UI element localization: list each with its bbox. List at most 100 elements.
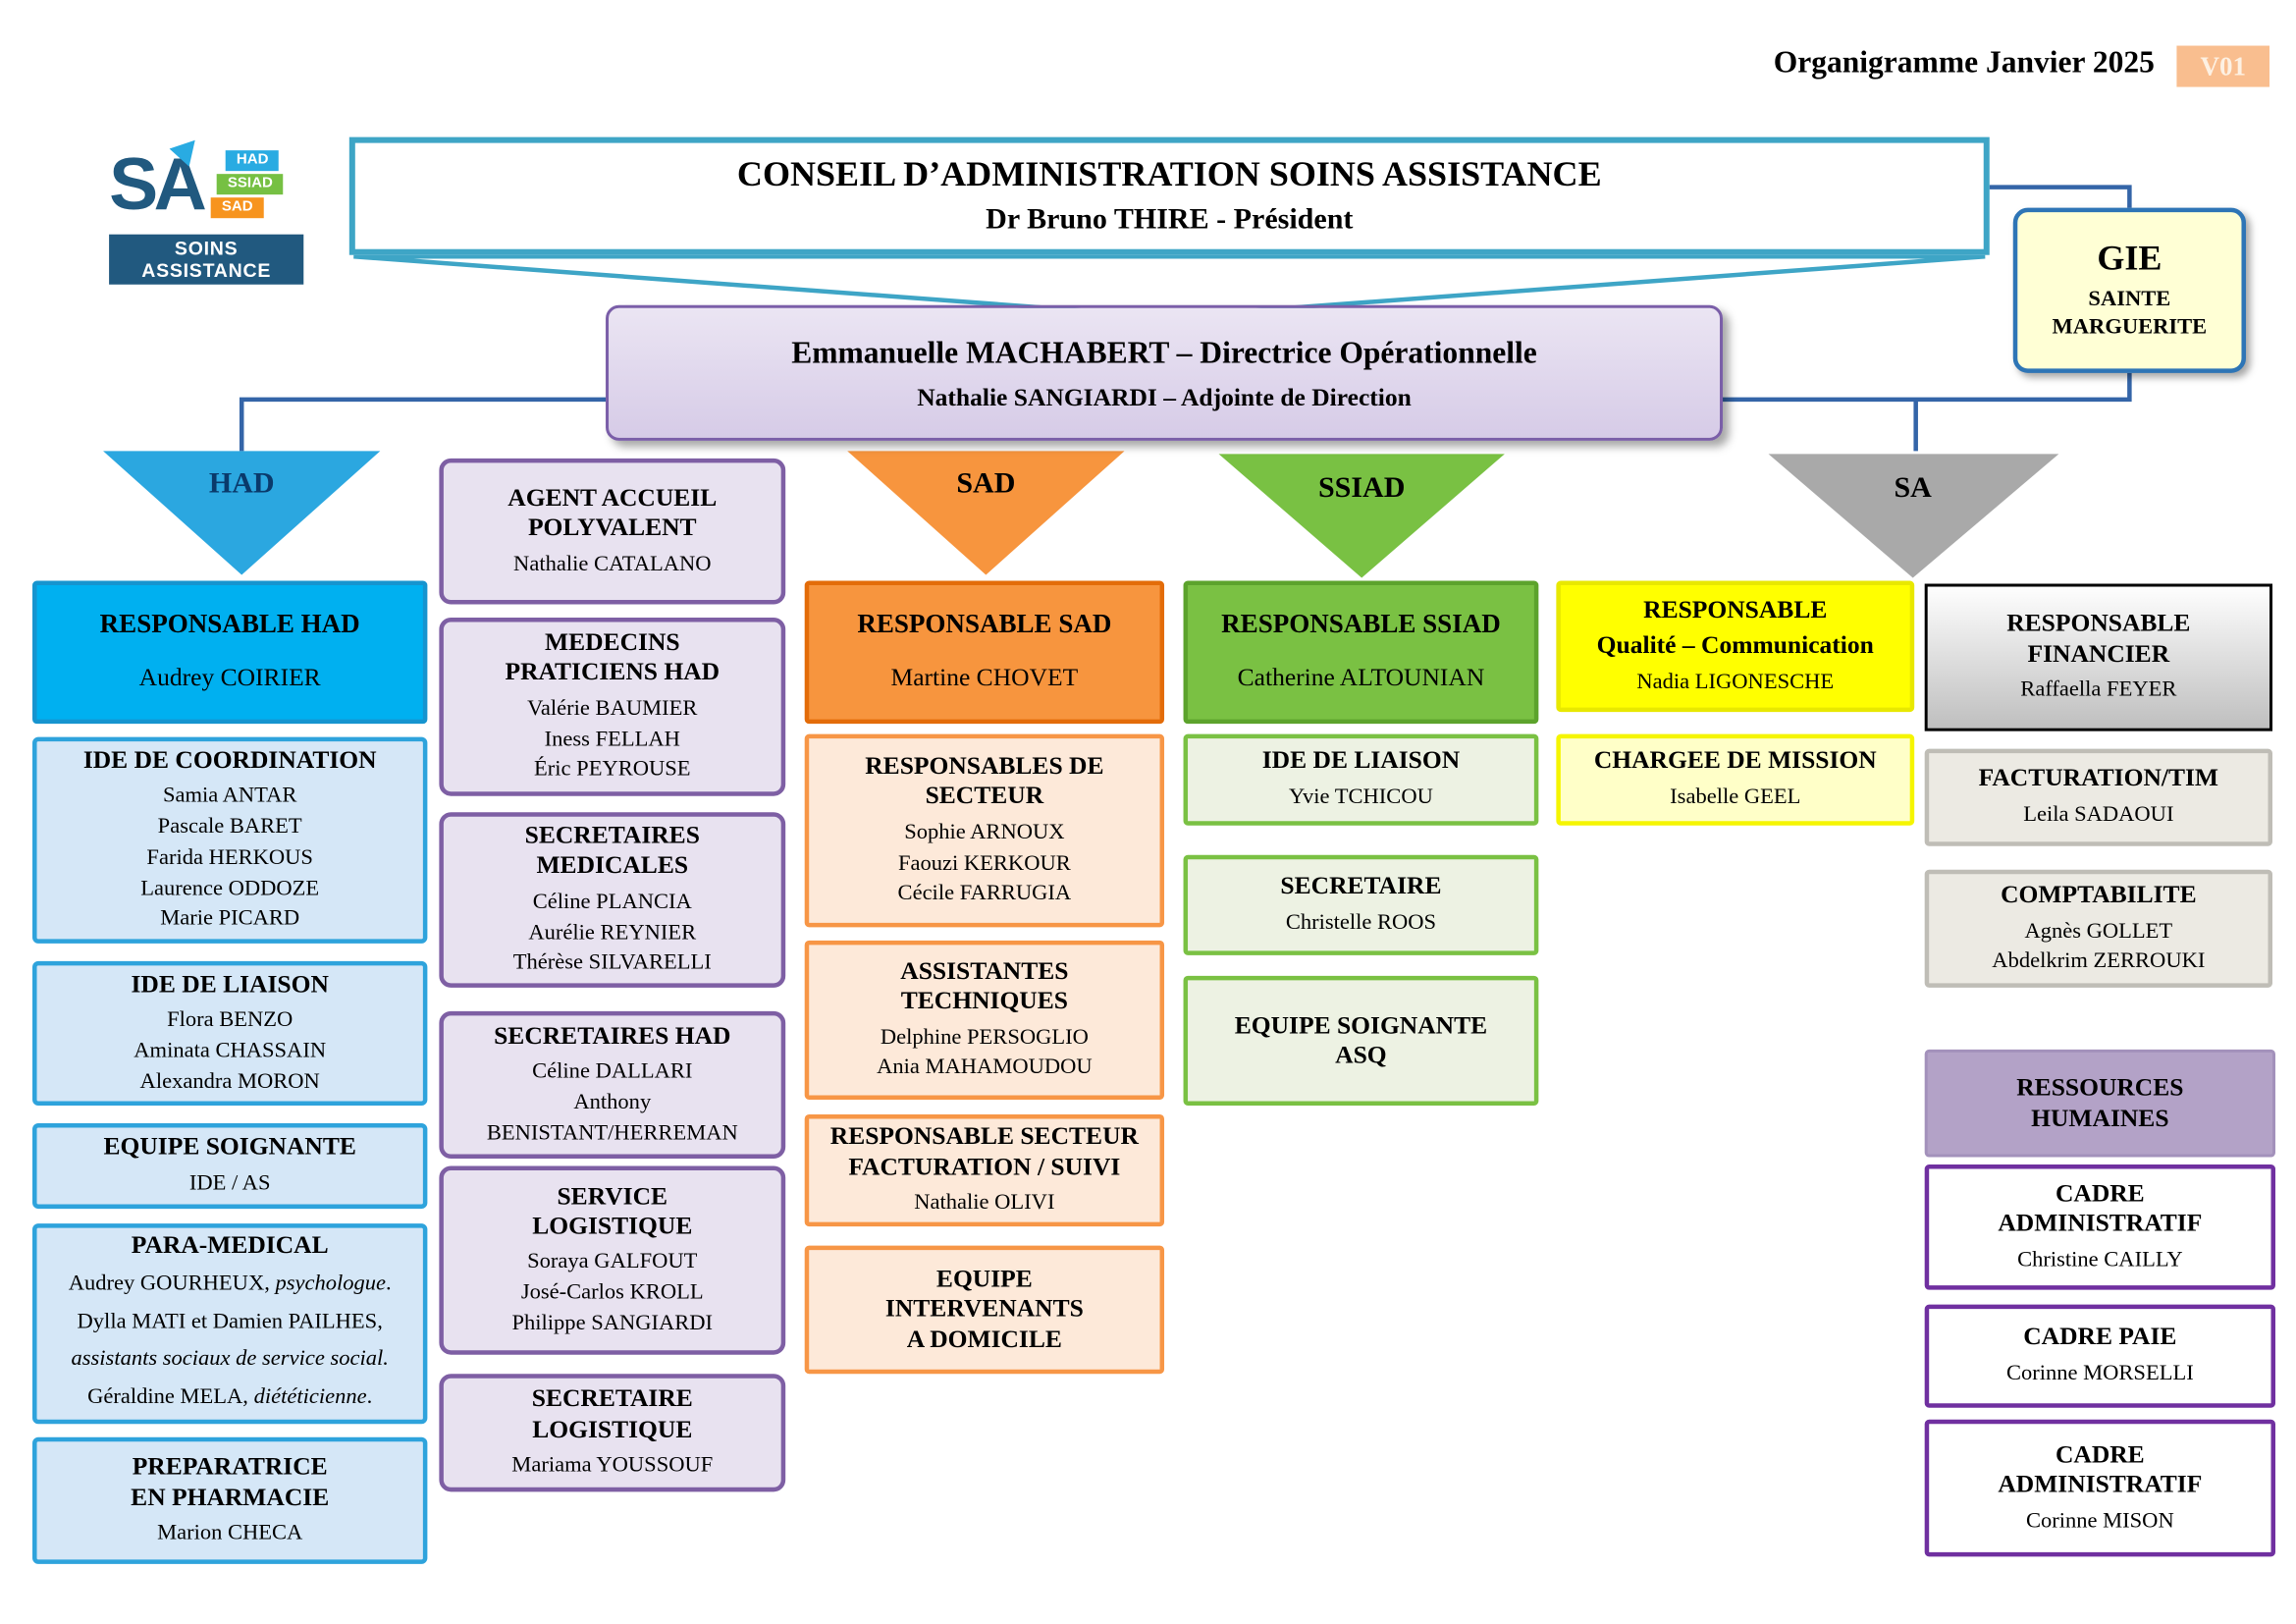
logo-tag-ssiad: SSIAD — [217, 174, 284, 195]
text-line: Soraya GALFOUT — [527, 1250, 698, 1274]
org-box-cadre-administratif-2: CADRE ADMINISTRATIF Corinne MISON — [1924, 1419, 2276, 1557]
text-line: Raffaella FEYER — [2020, 677, 2177, 702]
logo-tags: HAD SSIAD SAD — [211, 150, 284, 219]
org-box-gie-sainte-marguerite: GIE SAINTE MARGUERITE — [2012, 207, 2246, 373]
branch-label-sa: SA — [1894, 471, 1932, 505]
box-names: Corinne MORSELLI — [2006, 1359, 2194, 1389]
org-box-chargee-mission: CHARGEE DE MISSION Isabelle GEEL — [1556, 733, 1915, 826]
org-box-equipe-soignante-asq: EQUIPE SOIGNANTE ASQ — [1183, 975, 1539, 1106]
box-title: RESPONSABLES DE SECTEUR — [865, 751, 1104, 810]
box-title: CONSEIL D’ADMINISTRATION SOINS ASSISTANC… — [736, 155, 1602, 194]
box-title: EQUIPE SOIGNANTE ASQ — [1234, 1010, 1488, 1069]
text-line: Corinne MORSELLI — [2005, 1361, 2194, 1385]
box-title: EQUIPE SOIGNANTE — [103, 1132, 356, 1162]
text-line: Martine CHOVET — [890, 663, 1079, 692]
box-title: RESPONSABLE SECTEUR FACTURATION / SUIVI — [829, 1121, 1139, 1181]
text-line: Céline DALLARI — [532, 1059, 693, 1084]
logo-top: SA HAD SSIAD SAD — [109, 131, 303, 230]
text-segment: Géraldine MELA, — [87, 1384, 254, 1409]
box-title: CHARGEE DE MISSION — [1593, 746, 1877, 775]
version-badge: V01 — [2176, 45, 2270, 87]
text-line: Pascale BARET — [157, 815, 302, 839]
box-title: RESPONSABLE FINANCIER — [2006, 609, 2191, 668]
org-box-ressources-humaines: RESSOURCES HUMAINES — [1924, 1049, 2276, 1158]
org-box-responsable-had: RESPONSABLE HAD Audrey COIRIER — [32, 580, 428, 725]
box-names: Mariama YOUSSOUF — [511, 1450, 713, 1481]
org-box-equipe-soignante-had: EQUIPE SOIGNANTE IDE / AS — [32, 1122, 428, 1210]
box-names: Yvie TCHICOU — [1289, 783, 1433, 813]
box-names: Corinne MISON — [2026, 1506, 2174, 1537]
text-line: José-Carlos KROLL — [520, 1280, 704, 1305]
text-segment: psychologue — [275, 1272, 387, 1296]
text-line: Corinne MISON — [2025, 1508, 2174, 1533]
logo-banner: SOINS ASSISTANCE — [109, 234, 304, 285]
box-title: RESPONSABLE — [1643, 595, 1828, 623]
box-title: CADRE ADMINISTRATIF — [1998, 1178, 2203, 1237]
branch-label-sad: SAD — [956, 466, 1016, 500]
box-names: Catherine ALTOUNIAN — [1238, 661, 1485, 695]
text-segment: Audrey GOURHEUX, — [68, 1272, 276, 1296]
text-line: Sophie ARNOUX — [904, 821, 1065, 845]
box-subtitle: Nathalie SANGIARDI – Adjointe de Directi… — [917, 382, 1412, 411]
box-names: Nadia LIGONESCHE — [1636, 667, 1834, 697]
text-line: Aurélie REYNIER — [528, 920, 697, 945]
page-title: Organigramme Janvier 2025 — [1773, 44, 2155, 81]
branch-label-had: HAD — [208, 466, 275, 500]
org-box-para-medical: PARA-MEDICAL Audrey GOURHEUX, psychologu… — [32, 1223, 428, 1425]
text-line: Valérie BAUMIER — [527, 696, 698, 721]
org-box-cadre-paie: CADRE PAIE Corinne MORSELLI — [1924, 1304, 2276, 1408]
box-title: AGENT ACCUEIL POLYVALENT — [507, 483, 718, 542]
sad-branch-triangle — [847, 451, 1125, 575]
text-line: Yvie TCHICOU — [1289, 785, 1433, 809]
box-title: PREPARATRICE EN PHARMACIE — [131, 1452, 330, 1511]
text-line: Flora BENZO — [167, 1008, 294, 1033]
text-line: Faouzi KERKOUR — [897, 851, 1071, 876]
text-line: Isabelle GEEL — [1670, 785, 1801, 809]
box-title: Emmanuelle MACHABERT – Directrice Opérat… — [791, 334, 1537, 370]
text-line: Farida HERKOUS — [146, 845, 313, 870]
box-title: FACTURATION/TIM — [1978, 764, 2219, 792]
box-subtitle: SAINTE MARGUERITE — [2052, 287, 2208, 339]
connector-lines — [239, 185, 2132, 452]
text-line: Laurence ODDOZE — [140, 876, 320, 900]
org-box-cadre-administratif-1: CADRE ADMINISTRATIF Christine CAILLY — [1924, 1164, 2276, 1290]
org-box-facturation-tim: FACTURATION/TIM Leila SADAOUI — [1924, 748, 2273, 846]
text-line: Christine CAILLY — [2017, 1247, 2183, 1272]
text-line: Anthony BENISTANT/HERREMAN — [486, 1090, 738, 1145]
org-box-equipe-intervenants-domicile: EQUIPE INTERVENANTS A DOMICILE — [804, 1245, 1165, 1375]
box-title: SECRETAIRE LOGISTIQUE — [531, 1384, 693, 1443]
box-names: Nathalie OLIVI — [914, 1188, 1054, 1218]
org-box-responsables-secteur: RESPONSABLES DE SECTEUR Sophie ARNOUX Fao… — [804, 733, 1165, 928]
org-box-service-logistique: SERVICE LOGISTIQUE Soraya GALFOUT José-Ca… — [439, 1165, 786, 1355]
box-subtitle: Dr Bruno THIRE - Président — [986, 202, 1354, 236]
org-box-responsable-sad: RESPONSABLE SAD Martine CHOVET — [804, 580, 1165, 725]
org-box-conseil-administration: CONSEIL D’ADMINISTRATION SOINS ASSISTANC… — [348, 136, 1990, 255]
org-box-secretaire-ssiad: SECRETAIRE Christelle ROOS — [1183, 854, 1539, 955]
box-title: PARA-MEDICAL — [131, 1230, 329, 1259]
text-line: Samia ANTAR — [162, 785, 297, 809]
box-names: IDE / AS — [189, 1168, 271, 1199]
text-line: assistants sociaux de service social. — [69, 1346, 392, 1375]
box-names: Christelle ROOS — [1286, 908, 1436, 939]
text-line: Audrey GOURHEUX, psychologue. — [69, 1271, 392, 1299]
box-title: IDE DE COORDINATION — [82, 745, 377, 775]
text-line: Éric PEYROUSE — [534, 758, 691, 783]
text-segment: assistants sociaux de service social. — [71, 1347, 389, 1372]
org-box-ide-liaison-ssiad: IDE DE LIAISON Yvie TCHICOU — [1183, 733, 1539, 826]
box-names: Raffaella FEYER — [2020, 676, 2176, 706]
text-line: Audrey COIRIER — [138, 663, 321, 692]
box-names: Martine CHOVET — [891, 661, 1079, 695]
text-line: Marion CHECA — [157, 1521, 303, 1545]
box-title: SERVICE LOGISTIQUE — [532, 1181, 693, 1240]
org-box-direction: Emmanuelle MACHABERT – Directrice Opérat… — [606, 304, 1724, 441]
box-title: RESPONSABLE HAD — [99, 609, 360, 639]
box-title: SECRETAIRES MEDICALES — [524, 821, 700, 880]
had-branch-triangle — [103, 451, 381, 575]
